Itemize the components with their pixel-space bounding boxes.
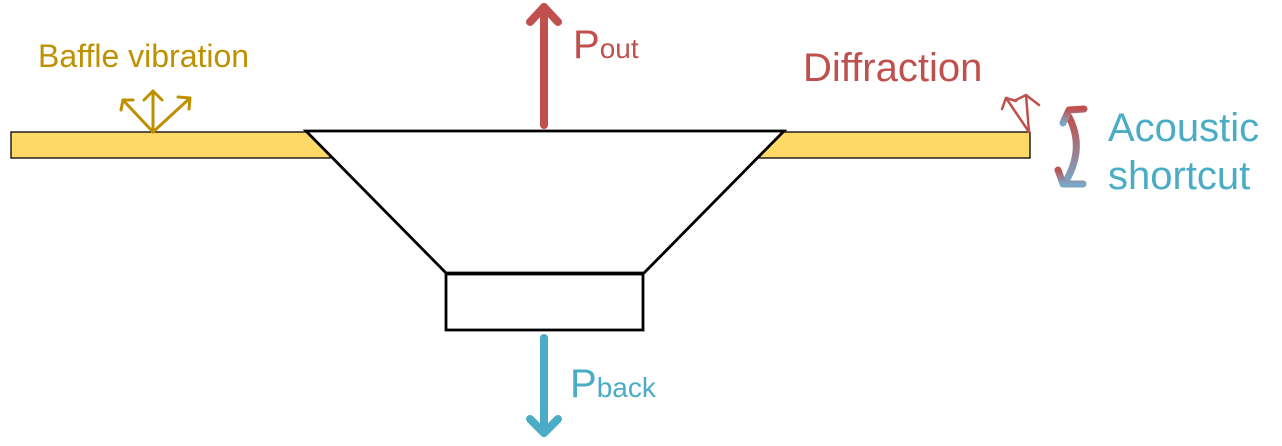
baffle-vibration-label: Baffle vibration [38,38,250,74]
p-out-label: Pout [573,25,639,65]
driver-magnet [444,272,645,332]
baffle-right-section [755,131,1031,159]
curved-double-arrow-icon [1054,105,1088,188]
acoustic-shortcut-label: Acoustic shortcut [1108,104,1259,200]
baffle-left-section [10,131,331,159]
three-arrows-fan-icon [119,89,192,134]
driver-cone [302,129,788,275]
p-out-arrow [526,3,562,129]
p-back-subscript: back [596,372,656,403]
p-out-symbol: P [573,23,600,67]
angled-arrows-icon [1000,93,1041,134]
p-out-subscript: out [599,33,639,64]
p-back-label: Pback [570,364,656,404]
acoustic-shortcut-line2: shortcut [1108,154,1251,198]
acoustic-shortcut-line1: Acoustic [1108,106,1260,150]
diffraction-label: Diffraction [803,46,983,90]
p-back-arrow [526,334,562,437]
p-back-symbol: P [570,362,597,406]
